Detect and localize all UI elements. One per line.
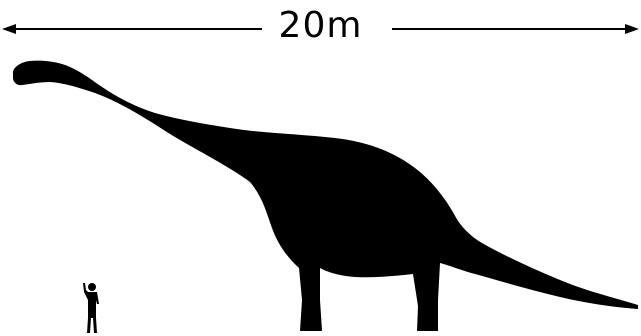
scale-bar [2,24,639,34]
arrowhead-left-icon [2,24,16,34]
human-silhouette [83,283,99,333]
human-head [88,283,96,291]
sauropod-silhouette [13,61,638,331]
arrowhead-right-icon [625,24,639,34]
